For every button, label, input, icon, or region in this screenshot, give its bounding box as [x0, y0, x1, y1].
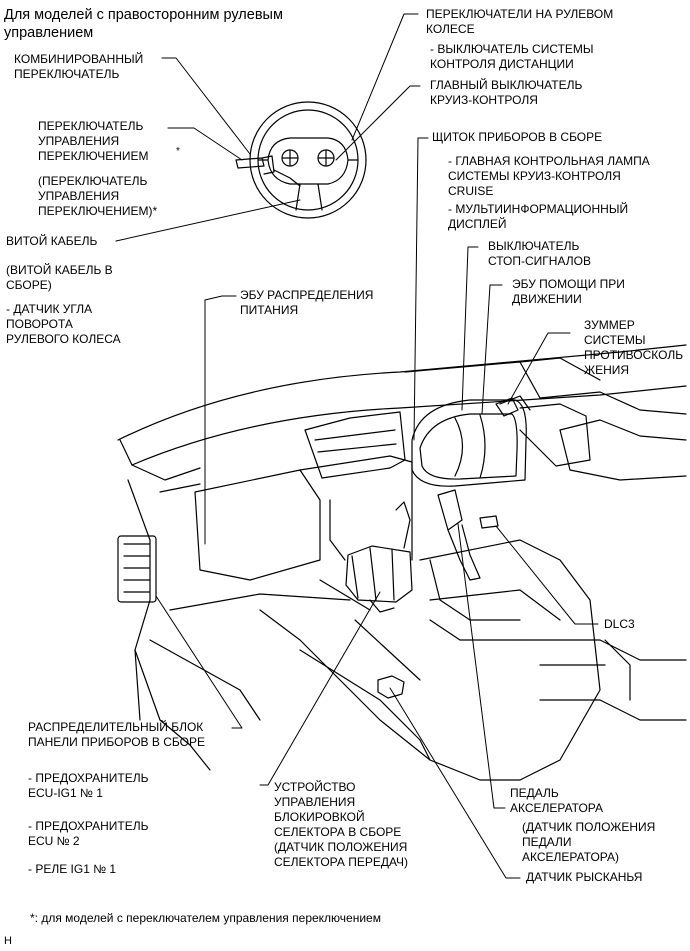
label-fuse-ecu-2: - ПРЕДОХРАНИТЕЛЬ ECU № 2 [28, 819, 149, 848]
label-shift-control-sub: (ПЕРЕКЛЮЧАТЕЛЬ УПРАВЛЕНИЯ ПЕРЕКЛЮЧЕНИЕМ)… [38, 174, 158, 218]
steering-wheel-rim [249, 101, 367, 219]
buzzer-drawing [495, 397, 519, 417]
label-yaw-rate-sensor: ДАТЧИК РЫСКАНЬЯ [526, 870, 643, 884]
label-multi-display: - МУЛЬТИИНФОРМАЦИОННЫЙ ДИСПЛЕЙ [448, 202, 629, 231]
label-cruise-main-switch: ГЛАВНЫЙ ВЫКЛЮЧАТЕЛЬ КРУИЗ-КОНТРОЛЯ [430, 78, 583, 107]
label-shift-lock: УСТРОЙСТВО УПРАВЛЕНИЯ БЛОКИРОВКОЙ СЕЛЕКТ… [274, 780, 409, 869]
label-combination-switch: КОМБИНИРОВАННЫЙ ПЕРЕКЛЮЧАТЕЛЬ [14, 52, 144, 81]
label-steering-pad-switch: ПЕРЕКЛЮЧАТЕЛИ НА РУЛЕВОМ КОЛЕСЕ [426, 7, 614, 36]
label-buzzer: ЗУММЕР СИСТЕМЫ ПРОТИВОСКОЛЬ ЖЕНИЯ [584, 318, 684, 377]
label-steering-angle-sensor: - ДАТЧИК УГЛА ПОВОРОТА РУЛЕВОГО КОЛЕСА [6, 302, 121, 346]
label-spiral-cable-sub: (ВИТОЙ КАБЕЛЬ В СБОРЕ) [6, 263, 113, 292]
steering-wheel-inset [235, 101, 367, 219]
page-title: Для моделей с правосторонним рулевым упр… [4, 7, 283, 41]
label-dlc3: DLC3 [604, 617, 635, 631]
label-power-distribution-ecu: ЭБУ РАСПРЕДЕЛЕНИЯ ПИТАНИЯ [240, 288, 374, 317]
dashboard-outline [117, 344, 687, 781]
shift-lock-drawing [345, 501, 413, 613]
label-junction-block: РАСПРЕДЕЛИТЕЛЬНЫЙ БЛОК ПАНЕЛИ ПРИБОРОВ В… [28, 720, 205, 749]
leader-lines [115, 13, 599, 879]
label-accelerator-pedal-sub: (ДАТЧИК ПОЛОЖЕНИЯ ПЕДАЛИ АКСЕЛЕРАТОРА) [522, 820, 656, 864]
combination-meter-drawing [411, 395, 531, 487]
yaw-rate-sensor-drawing [377, 675, 405, 699]
label-shift-control-star: * [176, 146, 180, 157]
footnote: *: для моделей с переключателем управлен… [30, 911, 381, 925]
label-spiral-cable: ВИТОЙ КАБЕЛЬ [6, 234, 98, 248]
label-combination-meter: ЩИТОК ПРИБОРОВ В СБОРЕ [432, 130, 603, 144]
junction-block-drawing [117, 535, 157, 603]
label-fuse-ecu-ig1: - ПРЕДОХРАНИТЕЛЬ ECU-IG1 № 1 [28, 771, 149, 800]
label-shift-control-switch: ПЕРЕКЛЮЧАТЕЛЬ УПРАВЛЕНИЯ ПЕРЕКЛЮЧЕНИЕМ [38, 119, 149, 163]
combination-switch-lever [235, 155, 275, 175]
label-stop-light-switch: ВЫКЛЮЧАТЕЛЬ СТОП-СИГНАЛОВ [488, 239, 591, 268]
steering-wheel-hub [267, 137, 349, 185]
corner-code: H [4, 935, 12, 947]
accelerator-pedal-drawing [437, 489, 481, 581]
label-driving-support-ecu: ЭБУ ПОМОЩИ ПРИ ДВИЖЕНИИ [512, 277, 625, 306]
label-relay-ig1: - РЕЛЕ IG1 № 1 [28, 862, 117, 876]
label-cruise-indicator: - ГЛАВНАЯ КОНТРОЛЬНАЯ ЛАМПА СИСТЕМЫ КРУИ… [448, 154, 650, 198]
label-distance-control-switch: - ВЫКЛЮЧАТЕЛЬ СИСТЕМЫ КОНТРОЛЯ ДИСТАНЦИИ [430, 42, 594, 71]
dlc3-drawing [479, 515, 499, 529]
label-accelerator-pedal: ПЕДАЛЬ АКСЕЛЕРАТОРА [510, 786, 604, 815]
